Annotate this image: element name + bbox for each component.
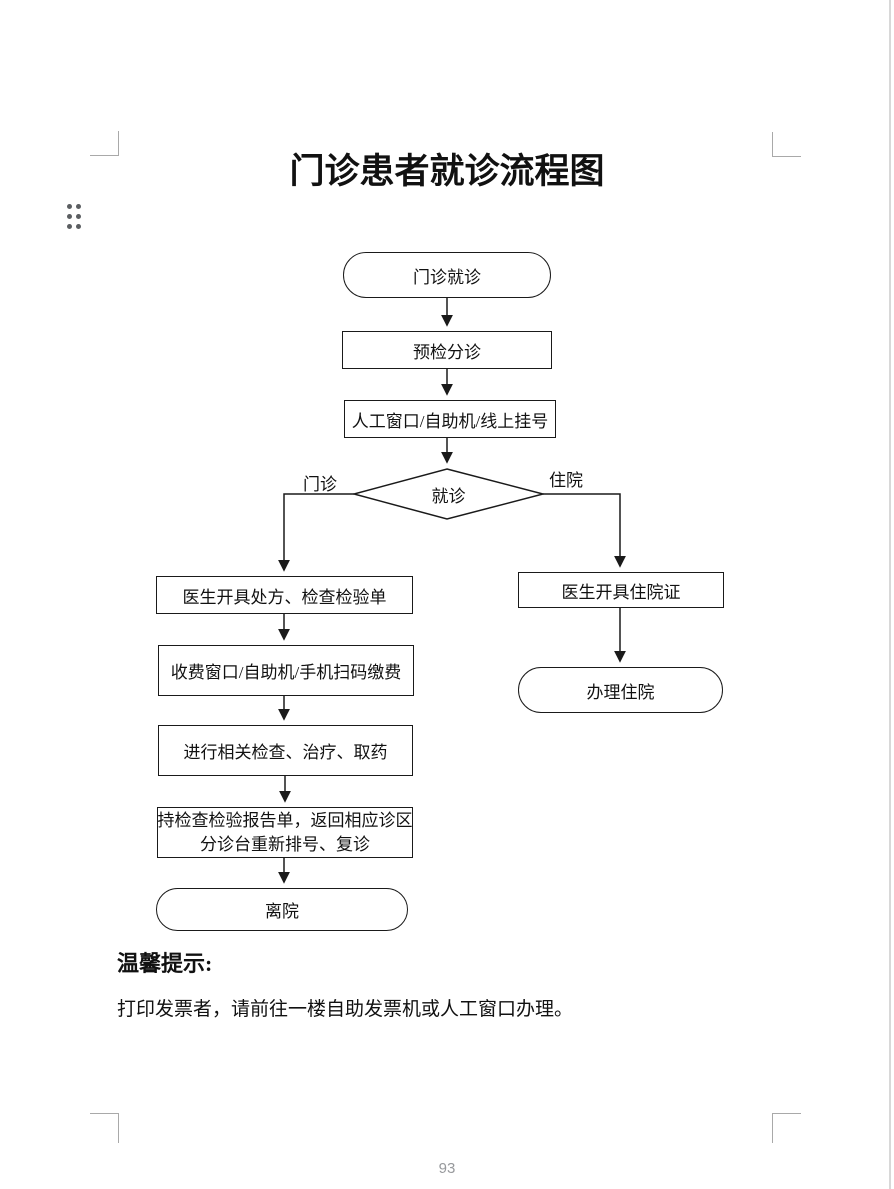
window-right-edge (889, 0, 891, 1189)
flow-node-start: 门诊就诊 (343, 252, 551, 298)
drag-handle-icon[interactable] (67, 204, 81, 229)
flow-node-payment: 收费窗口/自助机/手机扫码缴费 (158, 645, 414, 696)
crop-mark-bottom-left (90, 1113, 119, 1143)
branch-label-outpatient: 门诊 (303, 475, 337, 494)
flow-node-admission-cert: 医生开具住院证 (518, 572, 724, 608)
flow-node-register: 人工窗口/自助机/线上挂号 (344, 400, 556, 438)
flow-node-leave: 离院 (156, 888, 408, 931)
crop-mark-bottom-right (772, 1113, 801, 1143)
tips-body: 打印发票者，请前往一楼自助发票机或人工窗口办理。 (117, 999, 574, 1020)
branch-label-inpatient: 住院 (549, 471, 583, 490)
crop-mark-top-right (772, 132, 801, 157)
crop-mark-top-left (90, 131, 119, 156)
flow-node-triage: 预检分诊 (342, 331, 552, 369)
page-title: 门诊患者就诊流程图 (289, 152, 605, 191)
tips-heading: 温馨提示: (117, 951, 213, 976)
flow-node-treatment: 进行相关检查、治疗、取药 (158, 725, 413, 776)
flow-node-report-line1: 持检查检验报告单，返回相应诊区 (157, 810, 413, 830)
flow-node-admission: 办理住院 (518, 667, 723, 713)
page-number: 93 (438, 1160, 456, 1177)
flow-node-report-line2: 分诊台重新排号、复诊 (200, 834, 370, 854)
flow-node-decision: 就诊 (431, 486, 466, 506)
flow-node-report: 持检查检验报告单，返回相应诊区 分诊台重新排号、复诊 (157, 807, 413, 858)
flow-node-prescription: 医生开具处方、检查检验单 (156, 576, 413, 614)
